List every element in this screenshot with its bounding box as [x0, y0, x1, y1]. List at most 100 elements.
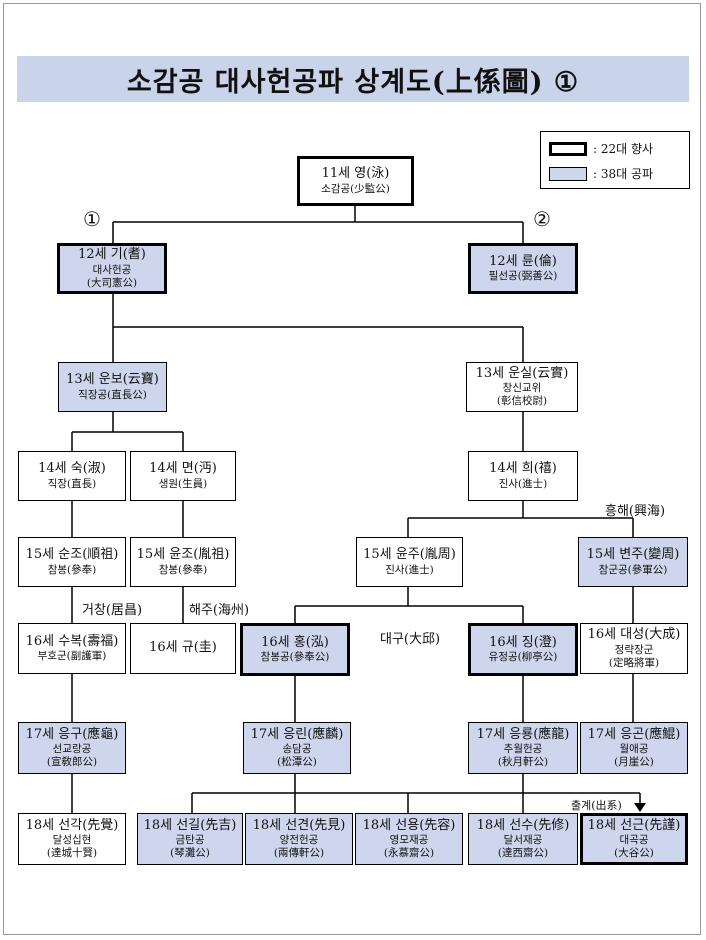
node-title: 진사(進士)	[498, 477, 548, 490]
node-gen16-hong: 16세 홍(泓) 참봉공(參奉公)	[240, 623, 350, 676]
label-heunghae: 흥해(興海)	[605, 504, 666, 519]
node-title-hanja: (定略將軍)	[608, 656, 660, 669]
diagram-title: 소감공 대사헌공파 상계도(上係圖) ①	[17, 56, 689, 102]
node-gen18-seongil: 18세 선길(先吉) 금탄공 (琴灘公)	[137, 813, 243, 865]
node-name: 14세 숙(淑)	[38, 461, 106, 477]
node-name: 12세 기(耆)	[78, 247, 146, 263]
node-title-hanja: (達西齋公)	[497, 847, 549, 860]
node-title: 유정공(柳亭公)	[488, 651, 558, 664]
node-name: 18세 선견(先見)	[252, 817, 346, 833]
node-name: 13세 운실(云實)	[475, 365, 569, 381]
node-title: 부호군(副護軍)	[37, 650, 107, 663]
node-gen12-gi: 12세 기(耆) 대사헌공 (大司憲公)	[57, 243, 167, 294]
node-title: 금탄공	[175, 834, 205, 846]
node-title: 소감공(少監公)	[321, 182, 390, 195]
node-name: 15세 윤조(胤祖)	[136, 547, 230, 563]
node-title: 창신교위	[502, 382, 542, 394]
node-name: 18세 선길(先吉)	[143, 817, 237, 833]
branch-marker-2: ②	[533, 207, 551, 231]
label-chulgye: 출계(出系)	[571, 799, 622, 812]
node-name: 14세 면(沔)	[149, 461, 217, 477]
legend-text: : 38대 공파	[593, 167, 654, 181]
node-name: 11세 영(泳)	[321, 166, 390, 182]
label-haeju: 해주(海州)	[189, 603, 250, 618]
node-gen18-seonyong: 18세 선용(先容) 영모재공 (永慕齋公)	[355, 813, 463, 865]
node-name: 18세 선각(先覺)	[25, 817, 119, 833]
node-gen18-seongyeon: 18세 선견(先見) 양전헌공 (兩傳軒公)	[245, 813, 353, 865]
node-title-hanja: (彰信校尉)	[496, 395, 548, 408]
node-title-hanja: (永慕齋公)	[383, 847, 435, 860]
label-geochang: 거창(居昌)	[82, 603, 143, 618]
node-gen15-yunjo: 15세 윤조(胤祖) 참봉(參奉)	[130, 537, 236, 587]
node-title-hanja: (大司憲公)	[86, 276, 138, 289]
node-gen14-suk: 14세 숙(淑) 직장(直長)	[18, 451, 126, 501]
node-name: 17세 응곤(應鯤)	[587, 726, 681, 742]
node-title-hanja: (秋月軒公)	[497, 756, 549, 769]
node-title: 직장(直長)	[47, 477, 97, 490]
node-title-hanja: (宣敎郎公)	[46, 756, 98, 769]
node-gen11-yeong: 11세 영(泳) 소감공(少監公)	[297, 156, 414, 206]
node-title-hanja: (松潭公)	[277, 756, 317, 769]
branch-marker-1: ①	[83, 207, 101, 231]
node-gen16-subok: 16세 수복(壽福) 부호군(副護軍)	[18, 623, 126, 674]
node-gen16-daeseong: 16세 대성(大成) 정략장군 (定略將軍)	[580, 623, 688, 674]
node-name: 16세 징(澄)	[489, 634, 557, 650]
node-title: 달성십현	[52, 834, 92, 846]
node-title: 영모재공	[389, 834, 429, 846]
node-gen15-byeonju: 15세 변주(變周) 참군공(參軍公)	[578, 537, 688, 587]
legend: : 22대 향사 : 38대 공파	[540, 131, 690, 189]
legend-item-gongpa: : 38대 공파	[549, 165, 653, 182]
node-gen15-sunjo: 15세 순조(順祖) 참봉(參奉)	[18, 537, 126, 587]
node-name: 15세 변주(變周)	[586, 547, 680, 563]
node-title: 필선공(弼善公)	[488, 270, 558, 283]
node-name: 15세 윤주(胤周)	[363, 547, 456, 563]
node-gen16-jing: 16세 징(澄) 유정공(柳亭公)	[468, 623, 578, 676]
node-title: 선교랑공	[52, 743, 92, 755]
node-title: 정략장군	[614, 643, 654, 656]
node-name: 18세 선근(先謹)	[587, 817, 681, 833]
node-title-hanja: (琴灘公)	[170, 847, 210, 860]
node-name: 14세 희(禧)	[489, 461, 557, 477]
node-gen17-eungryong: 17세 응룡(應龍) 추월헌공 (秋月軒公)	[468, 722, 578, 774]
node-name: 12세 륜(倫)	[489, 253, 557, 269]
node-gen17-eungrin: 17세 응린(應麟) 송담공 (松潭公)	[243, 722, 351, 774]
node-name: 16세 수복(壽福)	[25, 633, 119, 649]
node-title: 월애공	[619, 743, 649, 755]
node-title: 달서재공	[503, 834, 543, 846]
node-gen14-hui: 14세 희(禧) 진사(進士)	[468, 451, 578, 501]
node-gen15-yunju: 15세 윤주(胤周) 진사(進士)	[356, 537, 463, 587]
page-frame	[3, 3, 701, 935]
node-title: 양전헌공	[279, 834, 319, 846]
node-title: 송담공	[282, 743, 312, 755]
legend-swatch-blue-fill	[549, 166, 587, 181]
node-title: 참봉(參奉)	[47, 563, 97, 576]
node-name: 16세 홍(泓)	[261, 634, 329, 650]
node-title: 직장공(直長公)	[78, 388, 147, 401]
node-gen16-gyu: 16세 규(圭)	[130, 623, 236, 674]
node-name: 18세 선용(先容)	[362, 817, 456, 833]
node-name: 17세 응구(應龜)	[25, 726, 119, 742]
node-name: 16세 대성(大成)	[587, 627, 681, 643]
node-title: 참군공(參軍公)	[598, 563, 668, 576]
node-name: 16세 규(圭)	[149, 640, 217, 656]
node-gen13-unbo: 13세 운보(云寶) 직장공(直長公)	[58, 362, 167, 412]
node-name: 15세 순조(順祖)	[25, 547, 119, 563]
node-name: 13세 운보(云寶)	[66, 372, 159, 388]
node-name: 18세 선수(先修)	[476, 817, 570, 833]
adoption-arrow-icon	[634, 803, 646, 812]
node-gen18-seonsu: 18세 선수(先修) 달서재공 (達西齋公)	[468, 813, 578, 865]
node-title: 진사(進士)	[385, 563, 434, 576]
node-gen18-seongeun: 18세 선근(先謹) 대곡공 (大谷公)	[580, 813, 688, 865]
node-gen13-unsil: 13세 운실(云實) 창신교위 (彰信校尉)	[466, 362, 578, 412]
node-gen12-ryun: 12세 륜(倫) 필선공(弼善公)	[468, 243, 578, 294]
node-title-hanja: (達城十賢)	[46, 847, 98, 860]
node-title-hanja: (月崖公)	[614, 756, 654, 769]
node-name: 17세 응룡(應龍)	[476, 726, 570, 742]
node-gen18-seongak: 18세 선각(先覺) 달성십현 (達城十賢)	[18, 813, 126, 865]
node-gen17-eunggon: 17세 응곤(應鯤) 월애공 (月崖公)	[580, 722, 688, 774]
node-title: 생원(生員)	[158, 477, 208, 490]
node-title: 대사헌공	[92, 263, 132, 276]
node-title-hanja: (大谷公)	[614, 847, 654, 860]
node-title: 추월헌공	[503, 743, 543, 755]
node-gen17-eunggu: 17세 응구(應龜) 선교랑공 (宣敎郎公)	[18, 722, 126, 774]
